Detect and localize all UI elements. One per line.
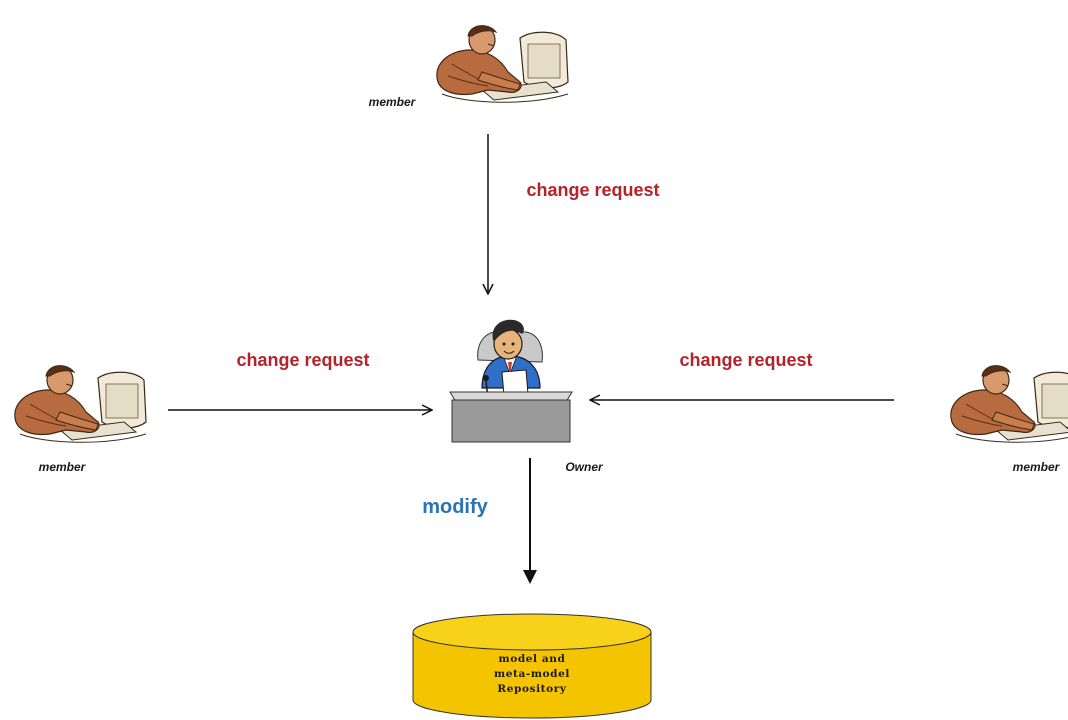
member-computer-icon [950, 364, 1068, 443]
repository-label-line-2: meta-model [494, 668, 570, 680]
right-request-label: change request [679, 350, 812, 370]
member-computer-icon [436, 24, 569, 103]
owner-podium-icon [449, 319, 573, 443]
owner: Owner [449, 319, 604, 474]
member-left: member [14, 364, 147, 474]
member-computer-icon [14, 364, 147, 443]
member-right: member [950, 364, 1068, 474]
repository-cylinder: model and meta-model Repository [412, 613, 652, 719]
member-top: member [369, 24, 569, 109]
modify-label: modify [422, 496, 488, 518]
repository-label-line-1: model and [499, 653, 566, 665]
top-request-label: change request [526, 180, 659, 200]
member-top-caption: member [369, 95, 417, 109]
owner-caption: Owner [565, 460, 604, 474]
member-right-caption: member [1013, 460, 1061, 474]
member-left-caption: member [39, 460, 87, 474]
left-request-label: change request [236, 350, 369, 370]
repository-label-line-3: Repository [497, 683, 566, 695]
